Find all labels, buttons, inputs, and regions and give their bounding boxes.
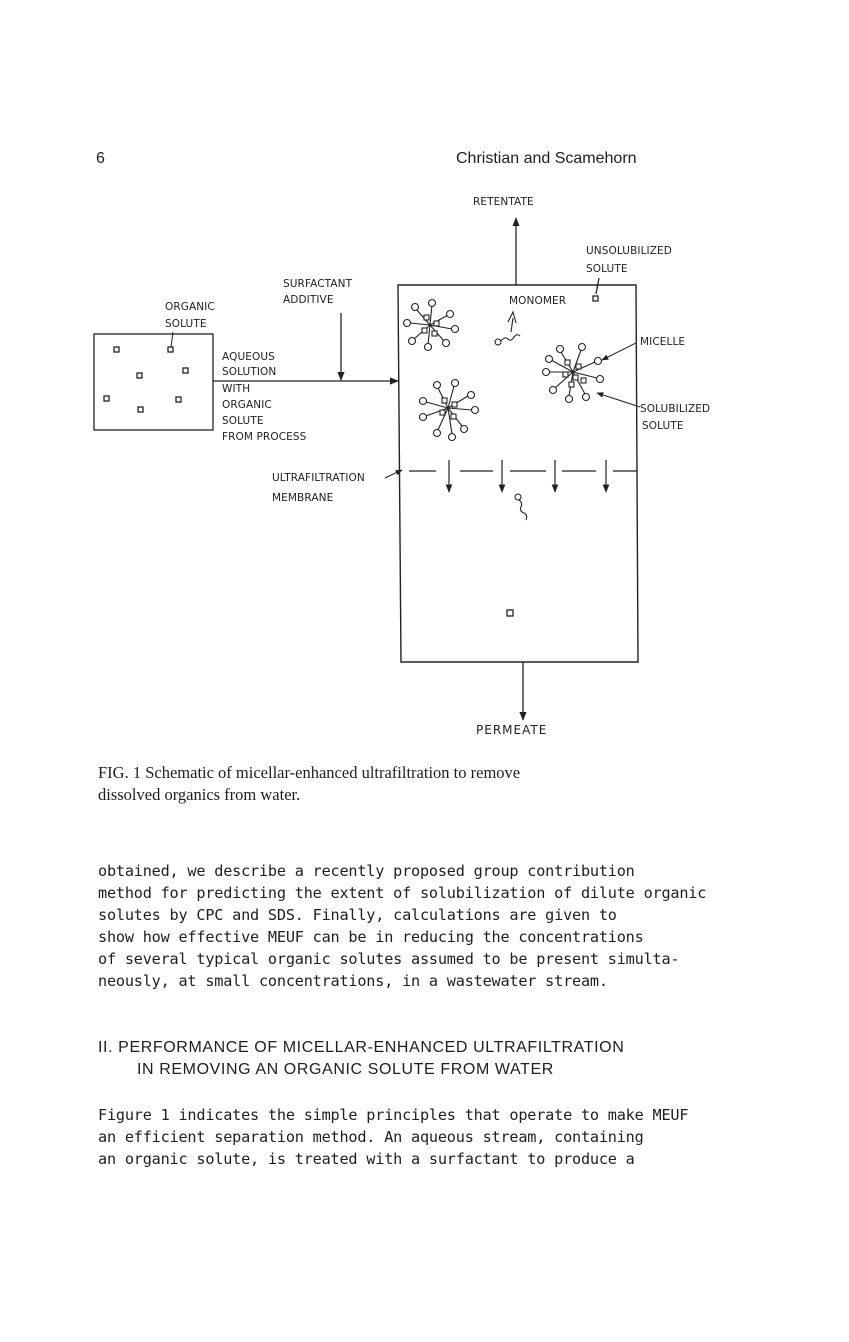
unsolubilized-solute-square [592, 277, 600, 302]
text-line: obtained, we describe a recently propose… [98, 862, 635, 880]
body-paragraph-1: obtained, we describe a recently propose… [98, 860, 706, 992]
label-unsolubilized-line2: SOLUTE [586, 263, 628, 275]
figure-caption-line2: dissolved organics from water. [98, 785, 301, 804]
text-line: an organic solute, is treated with a sur… [98, 1150, 635, 1168]
micelle-icon [402, 298, 460, 352]
label-organic-line2: SOLUTE [165, 318, 207, 330]
label-aqueous-line1: AQUEOUS [222, 351, 275, 363]
label-permeate: PERMEATE [476, 723, 548, 737]
monomer-icon [494, 310, 521, 346]
section-heading-line1: II. PERFORMANCE OF MICELLAR-ENHANCED ULT… [98, 1039, 625, 1056]
permeate-solute-square [506, 609, 514, 617]
label-membrane-line2: MEMBRANE [272, 492, 334, 504]
label-membrane-line1: ULTRAFILTRATION [272, 472, 365, 484]
micelle-icon [418, 378, 480, 442]
feed-solute-squares [103, 346, 189, 413]
text-line: method for predicting the extent of solu… [98, 884, 707, 902]
permeation-arrows [445, 460, 610, 493]
ultrafiltration-vessel [397, 284, 639, 663]
text-line: of several typical organic solutes assum… [98, 950, 680, 968]
label-aqueous-line2: SOLUTION [222, 366, 277, 378]
label-aqueous-line4: ORGANIC [222, 399, 272, 411]
label-micelle: MICELLE [640, 336, 686, 348]
feed-tank [93, 333, 214, 431]
text-line: neously, at small concentrations, in a w… [98, 972, 608, 990]
body-paragraph-2: Figure 1 indicates the simple principles… [98, 1104, 688, 1170]
label-unsolubilized-line1: UNSOLUBILIZED [586, 245, 672, 257]
section-heading-line2: IN REMOVING AN ORGANIC SOLUTE FROM WATER [137, 1061, 554, 1078]
figure-caption-line1: FIG. 1 Schematic of micellar-enhanced ul… [98, 763, 521, 782]
label-retentate: RETENTATE [473, 196, 534, 208]
permeate-monomer-icon [514, 493, 528, 521]
label-aqueous-line6: FROM PROCESS [222, 431, 307, 443]
label-aqueous-line5: SOLUTE [222, 415, 264, 427]
text-line: Figure 1 indicates the simple principles… [98, 1106, 689, 1124]
text-line: show how effective MEUF can be in reduci… [98, 928, 644, 946]
label-organic-line1: ORGANIC [165, 301, 215, 313]
text-line: solutes by CPC and SDS. Finally, calcula… [98, 906, 617, 924]
meuf-schematic [93, 217, 641, 721]
text-line: an efficient separation method. An aqueo… [98, 1128, 644, 1146]
label-solubilized-line2: SOLUTE [642, 420, 684, 432]
running-title: Christian and Scamehorn [456, 150, 637, 167]
label-monomer: MONOMER [509, 295, 567, 307]
page-number: 6 [96, 150, 105, 167]
micelle-icon [541, 342, 605, 404]
label-solubilized-line1: SOLUBILIZED [640, 403, 711, 415]
label-aqueous-line3: WITH [222, 383, 251, 395]
label-surfactant-line2: ADDITIVE [283, 294, 334, 306]
label-surfactant-line1: SURFACTANT [283, 278, 353, 290]
